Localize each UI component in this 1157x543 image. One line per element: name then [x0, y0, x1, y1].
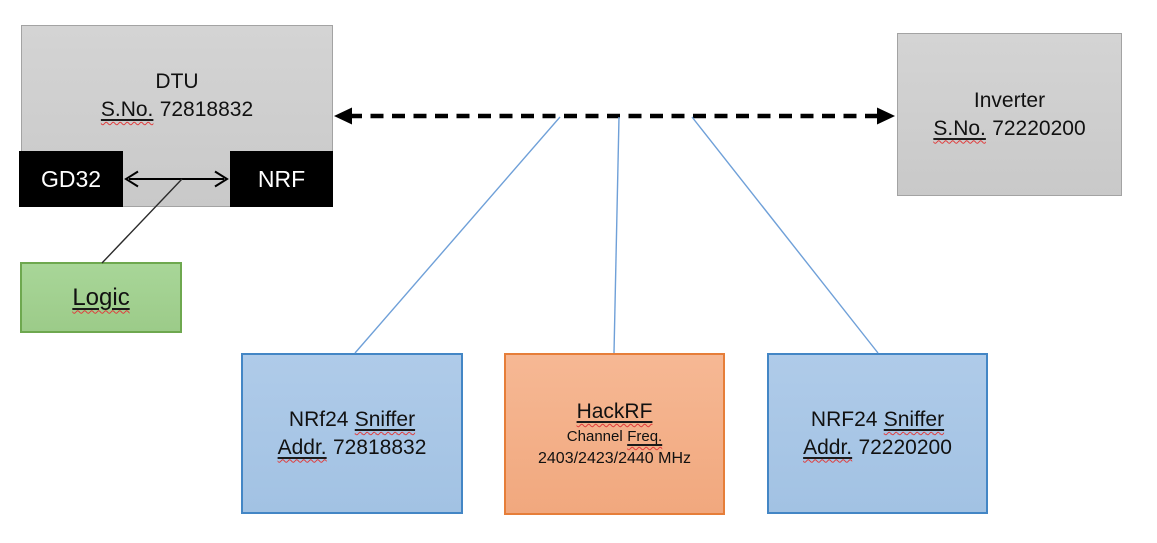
- dtu-title: DTU: [155, 70, 199, 94]
- sniffer-right-addr-line: Addr. 72220200: [803, 434, 952, 462]
- dtu-serial-line: S.No.72818832: [101, 96, 253, 124]
- sniffer-left-title-word: Sniffer: [354, 407, 416, 431]
- sniffer-right-title: NRF24 Sniffer: [811, 406, 944, 434]
- hackrf-title-wrap: HackRF: [577, 400, 653, 423]
- inverter-serial-value: 72220200: [992, 116, 1086, 140]
- dtu-serial-label: S.No.: [100, 98, 154, 121]
- hackrf-frequencies: 2403/2423/2440 MHz: [538, 449, 691, 467]
- logic-label: Logic: [72, 283, 130, 311]
- nrf-label: NRF: [257, 165, 306, 192]
- inverter-serial-line: S.No. 72220200: [933, 115, 1085, 143]
- hackrf-channel-prefix: Channel: [566, 427, 623, 445]
- sniffer-left-addr-line: Addr.72818832: [278, 434, 427, 462]
- sniffer-right-title-word: Sniffer: [883, 407, 945, 431]
- hackrf-channel-word-wrap: Freq.: [627, 428, 662, 445]
- inverter-serial-label: S.No.: [933, 116, 986, 140]
- hackrf-channel-word: Freq.: [627, 427, 663, 445]
- hackrf-title-line: HackRF: [577, 398, 653, 426]
- sniffer-left-addr-value: 72818832: [332, 435, 427, 459]
- sniffer-right-addr-label-wrap: Addr.: [803, 436, 852, 459]
- sniffer-right-addr-label: Addr.: [803, 435, 853, 459]
- logic-label-wrap: Logic: [72, 282, 129, 314]
- inverter-serial-label-wrap: S.No.: [933, 117, 986, 140]
- sniffer-left-box: NRf24 Sniffer Addr.72818832: [241, 353, 463, 514]
- inverter-title: Inverter: [973, 88, 1046, 112]
- nrf-chip: NRF: [230, 151, 333, 207]
- sniffer-right-box: NRF24 Sniffer Addr. 72220200: [767, 353, 988, 514]
- hackrf-title: HackRF: [576, 400, 653, 424]
- sniffer-left-title: NRf24 Sniffer: [289, 406, 415, 434]
- sniffer-right-title-word-wrap: Sniffer: [884, 408, 944, 431]
- gd32-chip: GD32: [19, 151, 123, 207]
- sniffer-left-addr-label-wrap: Addr.: [278, 436, 327, 459]
- logic-box: Logic: [20, 262, 182, 333]
- connector-line-sniffer-left: [354, 116, 561, 354]
- sniffer-left-title-prefix: NRf24: [288, 407, 349, 431]
- sniffer-right-addr-value: 72220200: [858, 435, 952, 459]
- connector-line-sniffer-right: [691, 116, 879, 354]
- sniffer-right-title-prefix: NRF24: [810, 407, 878, 431]
- sniffer-left-title-word-wrap: Sniffer: [355, 408, 415, 431]
- sniffer-left-addr-label: Addr.: [277, 435, 327, 459]
- dtu-inverter-dashed-arrow: [334, 107, 895, 125]
- dtu-serial-value: 72818832: [159, 98, 254, 121]
- inverter-box: Inverter S.No. 72220200: [897, 33, 1122, 196]
- connector-line-hackrf: [613, 116, 620, 354]
- gd32-label: GD32: [40, 165, 102, 192]
- dtu-serial-label-wrap: S.No.: [101, 98, 154, 121]
